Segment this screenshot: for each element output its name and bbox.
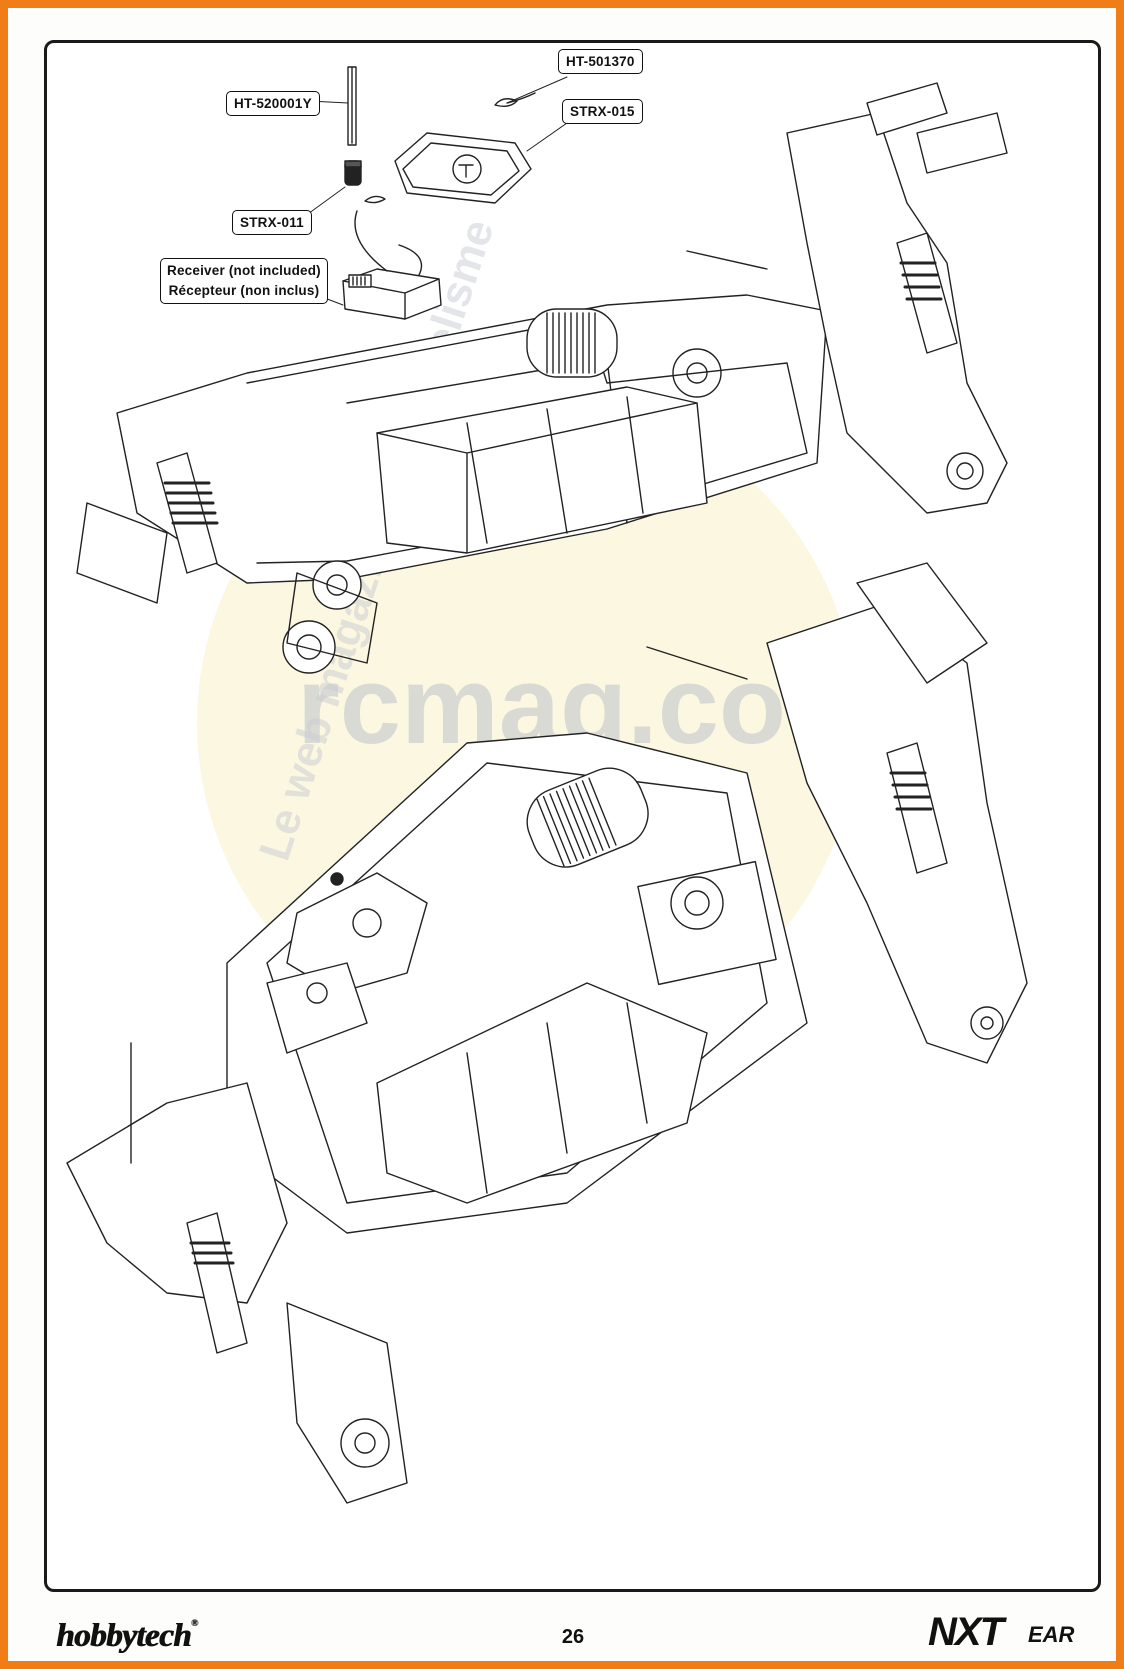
callout-antenna-mount: STRX-011 bbox=[232, 210, 312, 235]
callout-receiver: Receiver (not included) Récepteur (non i… bbox=[160, 258, 328, 304]
upper-chassis-body bbox=[76, 82, 1008, 674]
receiver-box-cover-part bbox=[394, 132, 532, 204]
lower-chassis-body bbox=[66, 562, 1028, 1504]
receiver-part bbox=[342, 210, 442, 320]
upper-chassis-illustration bbox=[66, 66, 1028, 1504]
small-clip-part bbox=[364, 195, 386, 204]
callout-antenna-tube: HT-520001Y bbox=[226, 91, 320, 116]
callout-receiver-box-cover: STRX-015 bbox=[562, 99, 643, 124]
callout-receiver-en: Receiver (not included) bbox=[167, 263, 321, 278]
callout-body-clip: HT-501370 bbox=[558, 49, 643, 74]
model-logo: NXT EAR bbox=[928, 1608, 1088, 1660]
assembly-diagram-panel: rcmag.com Le web magazine du modelisme bbox=[44, 40, 1101, 1592]
brand-logo-text: hobbytech bbox=[56, 1618, 191, 1654]
page-number: 26 bbox=[561, 1626, 585, 1648]
brand-logo: hobbytech® bbox=[56, 1618, 198, 1654]
model-logo-suffix: EAR bbox=[1028, 1622, 1075, 1647]
antenna-tube-part bbox=[344, 66, 362, 186]
model-logo-main: NXT bbox=[928, 1610, 1004, 1654]
callout-receiver-fr: Récepteur (non inclus) bbox=[168, 283, 320, 298]
